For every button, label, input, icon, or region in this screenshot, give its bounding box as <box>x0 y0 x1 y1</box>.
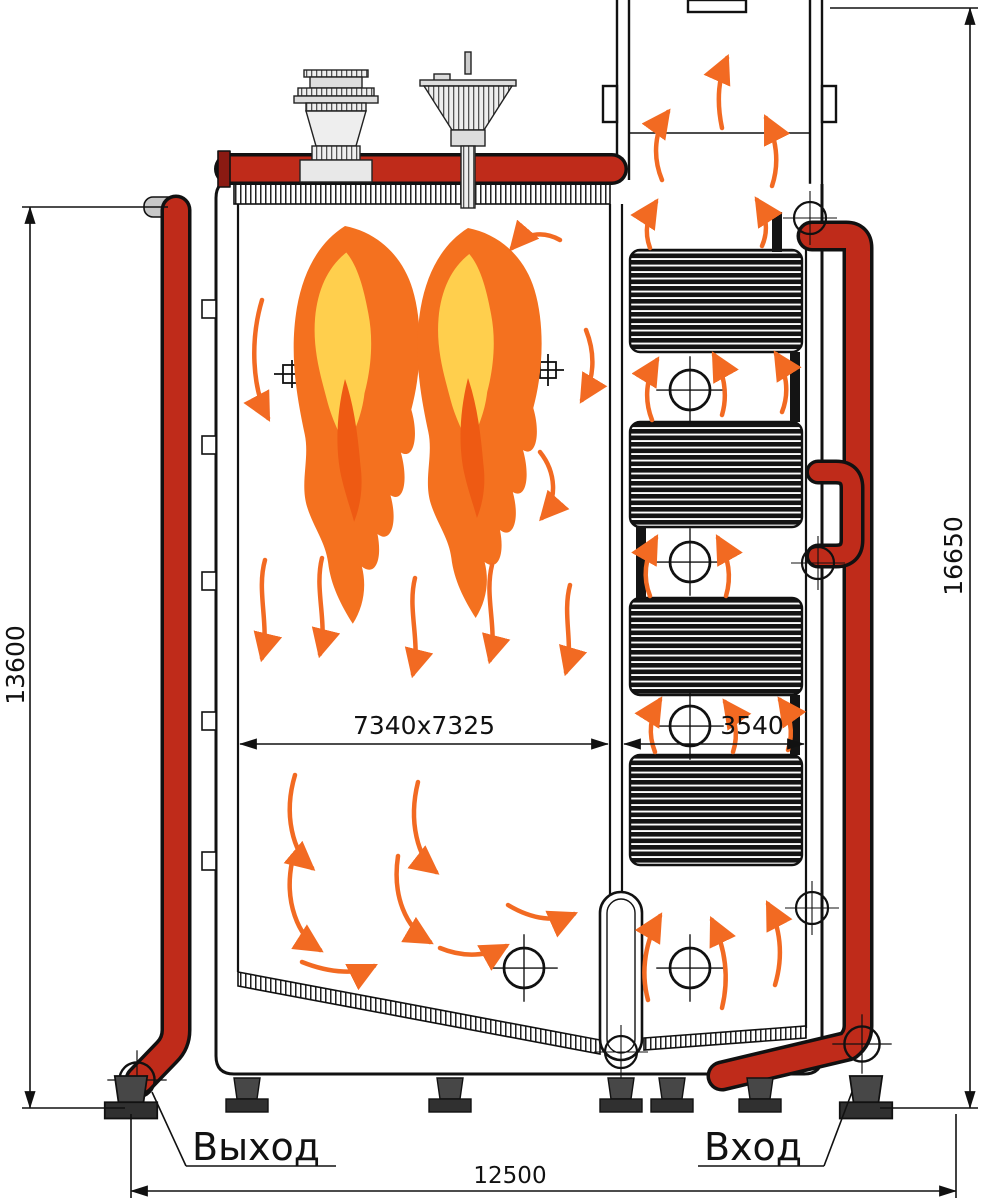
convection-bottom-grate <box>643 1025 807 1051</box>
dimension-right-height: 16650 <box>830 7 978 1109</box>
dimension-furnace-width: 7340x7325 <box>239 711 609 750</box>
furnace-bottom-grate <box>237 971 601 1055</box>
inspection-port-right <box>532 354 564 386</box>
dimension-total-width: 12500 <box>130 1114 957 1198</box>
coil-bank-1 <box>628 248 804 354</box>
dimension-convection-width: 3540 <box>623 711 805 750</box>
riser-pipe-right <box>706 220 874 1092</box>
dim-left-height-label: 13600 <box>1 625 30 705</box>
piping <box>124 150 874 1096</box>
inlet-label-group: Вход <box>698 1091 853 1169</box>
downcomer-pipe-left <box>124 194 192 1096</box>
wall-tie-lugs <box>201 299 217 871</box>
flow-arrows-convection <box>630 196 807 1011</box>
flow-arrows-furnace <box>243 219 608 991</box>
inlet-label: Вход <box>704 1125 802 1169</box>
dimension-left-height: 13600 <box>1 206 168 1109</box>
top-header-pipe <box>214 150 628 188</box>
top-insulation-band <box>233 183 611 205</box>
burner-left <box>293 69 379 183</box>
inlet-flange <box>831 1013 893 1075</box>
support-feet <box>103 1075 894 1120</box>
dim-furnace-label: 7340x7325 <box>353 711 495 740</box>
chimney-cap <box>686 0 748 14</box>
coil-bank-2 <box>628 420 804 529</box>
dim-total-width-label: 12500 <box>473 1163 546 1189</box>
chimney-bracket-right <box>820 84 838 124</box>
flue-arrows <box>641 53 791 189</box>
outlet-label: Выход <box>192 1125 320 1169</box>
outlet-label-group: Выход <box>151 1091 336 1169</box>
coil-bank-4 <box>628 753 804 867</box>
rear-header-capsule <box>598 890 644 1062</box>
dim-convection-label: 3540 <box>720 711 784 740</box>
bypass-loop-pipe <box>805 459 865 569</box>
burner-right <box>419 51 517 209</box>
coil-bank-3 <box>628 596 804 697</box>
dim-right-height-label: 16650 <box>939 516 968 596</box>
chimney-bracket-left <box>601 84 619 124</box>
